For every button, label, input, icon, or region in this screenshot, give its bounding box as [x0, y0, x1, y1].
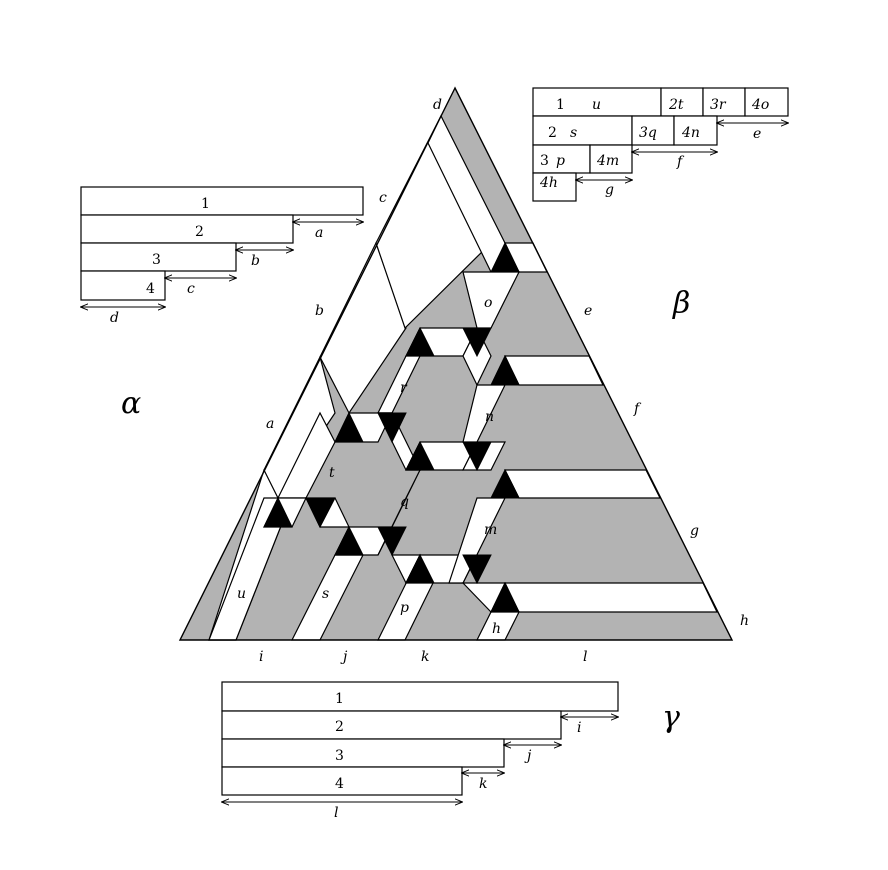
- beta-row1-cell-4o: [744, 87, 789, 117]
- beta-staircase: [532, 87, 789, 202]
- beta-row2-cell-4n: [673, 115, 718, 146]
- interior-label-q: q: [400, 494, 409, 510]
- beta-row3-cell-4m: [589, 144, 633, 174]
- main-triangle: [178, 86, 734, 641]
- interior-label-h: h: [492, 621, 501, 637]
- gamma-label-3: 3: [335, 748, 344, 764]
- beta-row3-num: 3: [540, 153, 549, 169]
- beta-gap-f: f: [676, 154, 685, 170]
- alpha-gap-b: b: [251, 253, 260, 269]
- right-edge-label-h: h: [740, 613, 749, 629]
- alpha-label-1: 1: [201, 196, 210, 212]
- beta-symbol: β: [672, 286, 690, 321]
- beta-row2-num: 2: [548, 125, 557, 141]
- beta-labels: 1 u 2t 3r 4o 2 s 3q 4n 3 p 4m 4h: [539, 97, 769, 191]
- beta-cell-4n: 4n: [681, 125, 700, 141]
- gamma-row-labels: 1 2 3 4: [335, 691, 344, 792]
- interior-label-u: u: [237, 586, 246, 602]
- gamma-row-1: [221, 681, 619, 712]
- beta-cell-4h: 4h: [539, 175, 558, 191]
- alpha-row-4: [80, 270, 166, 301]
- triangle-interior-labels: o r n t q m u s p h: [237, 295, 501, 637]
- beta-row1-main: [532, 87, 662, 117]
- beta-gap-g: g: [605, 182, 614, 198]
- beta-cell-3q: 3q: [639, 125, 657, 141]
- gamma-label-1: 1: [335, 691, 344, 707]
- left-edge-label-b: b: [315, 303, 324, 319]
- alpha-staircase: [80, 186, 364, 301]
- beta-row4-cell-4h: [532, 172, 577, 202]
- gamma-row-3: [221, 738, 505, 768]
- interior-label-t: t: [329, 465, 335, 481]
- beta-row2-var: s: [570, 125, 577, 141]
- interior-label-s: s: [322, 586, 329, 602]
- alpha-row-3: [80, 242, 237, 272]
- beta-cell-4o: 4o: [751, 97, 769, 113]
- beta-row1-num: 1: [556, 97, 565, 113]
- gamma-label-2: 2: [335, 719, 344, 735]
- gamma-arrows: [222, 717, 618, 802]
- gamma-symbol: γ: [662, 700, 680, 735]
- left-edge-label-d: d: [433, 97, 442, 113]
- left-edge-label-a: a: [266, 416, 274, 432]
- beta-row1-var: u: [592, 97, 601, 113]
- bottom-edge-label-j: j: [340, 649, 348, 665]
- alpha-label-4: 4: [146, 281, 155, 297]
- beta-row2-main: [532, 115, 633, 146]
- triangle-outline: [178, 86, 734, 641]
- black-junctions: [263, 241, 520, 613]
- alpha-label-2: 2: [195, 224, 204, 240]
- beta-cell-3r: 3r: [710, 97, 727, 113]
- interior-label-n: n: [485, 409, 494, 425]
- alpha-gap-c: c: [187, 281, 195, 297]
- gamma-gap-labels: i j k l: [334, 720, 581, 821]
- interior-label-m: m: [484, 522, 497, 538]
- alpha-row-labels: 1 2 3 4: [146, 196, 210, 297]
- alpha-label-3: 3: [152, 252, 161, 268]
- alpha-arrows: [81, 222, 363, 307]
- white-bands: [208, 114, 718, 641]
- beta-arrows: [576, 123, 788, 180]
- gamma-staircase: [221, 681, 619, 796]
- bottom-edge-label-i: i: [259, 649, 263, 665]
- interior-label-o: o: [484, 295, 492, 311]
- gamma-label-4: 4: [335, 776, 344, 792]
- beta-cell-2t: 2t: [668, 97, 684, 113]
- beta-gap-labels: e f g: [605, 126, 761, 198]
- left-edge-label-c: c: [379, 190, 387, 206]
- bottom-edge-label-l: l: [583, 649, 587, 665]
- alpha-symbol: α: [121, 386, 141, 421]
- alpha-gap-a: a: [315, 225, 323, 241]
- gamma-gap-l: l: [334, 805, 338, 821]
- alpha-row-2: [80, 214, 294, 244]
- interior-label-r: r: [400, 380, 408, 396]
- beta-cell-4m: 4m: [596, 153, 619, 169]
- triangle-edge-labels: d c b a e f g h i j k l: [259, 97, 749, 665]
- interior-label-p: p: [400, 600, 409, 616]
- right-edge-label-f: f: [633, 401, 642, 417]
- right-edge-label-g: g: [690, 523, 699, 539]
- beta-row1-cell-3r: [702, 87, 746, 117]
- gamma-row-2: [221, 710, 562, 740]
- alpha-row-1: [80, 186, 364, 216]
- beta-gap-e: e: [753, 126, 761, 142]
- gamma-gap-k: k: [479, 776, 487, 792]
- alpha-gap-d: d: [110, 310, 119, 326]
- gamma-gap-i: i: [577, 720, 581, 736]
- alpha-gap-labels: a b c d: [110, 225, 323, 326]
- right-edge-label-e: e: [584, 303, 592, 319]
- bottom-edge-label-k: k: [421, 649, 429, 665]
- beta-row3-var: p: [556, 153, 565, 169]
- gamma-gap-j: j: [524, 748, 532, 764]
- gamma-row-4: [221, 766, 463, 796]
